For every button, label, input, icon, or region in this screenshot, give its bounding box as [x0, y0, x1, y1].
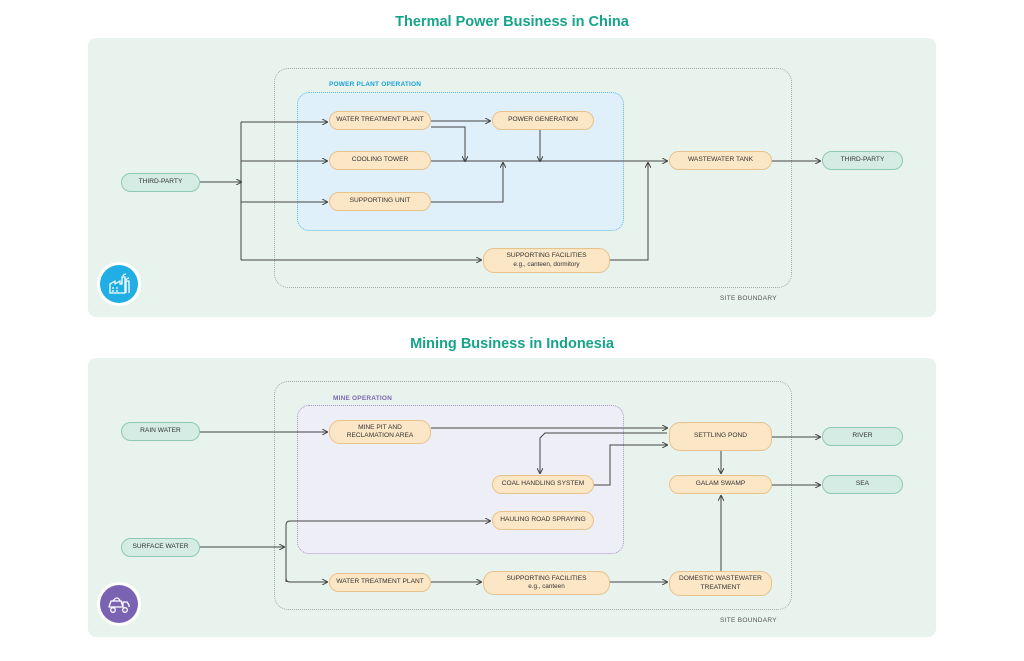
thermal-site-boundary-label: SITE BOUNDARY — [720, 295, 777, 302]
third-party-source-node: THIRD-PARTY — [121, 173, 200, 192]
mine-operation-label: MINE OPERATION — [333, 395, 393, 402]
galam-swamp-node: GALAM SWAMP — [669, 475, 772, 494]
wastewater-tank-node: WASTEWATER TANK — [669, 151, 772, 170]
mining-badge — [97, 582, 141, 626]
mining-supporting-facilities-label: SUPPORTING FACILITIES — [506, 574, 587, 582]
mine-pit-label-line2: RECLAMATION AREA — [346, 432, 414, 439]
domestic-wastewater-treatment-node: DOMESTIC WASTEWATER TREATMENT — [669, 571, 772, 596]
settling-pond-node: SETTLING POND — [669, 422, 772, 451]
hauling-road-spraying-node: HAULING ROAD SPRAYING — [492, 511, 594, 530]
supporting-facilities-label: SUPPORTING FACILITIES — [506, 252, 587, 260]
mine-pit-node: MINE PIT AND RECLAMATION AREA — [329, 420, 431, 444]
power-generation-node: POWER GENERATION — [492, 111, 594, 130]
thermal-section-title: Thermal Power Business in China — [395, 14, 629, 30]
surface-water-node: SURFACE WATER — [121, 538, 200, 557]
cooling-tower-node: COOLING TOWER — [329, 151, 431, 170]
rain-water-node: RAIN WATER — [121, 422, 200, 441]
domestic-wastewater-label-line1: DOMESTIC WASTEWATER — [679, 575, 762, 583]
mining-water-treatment-plant-node: WATER TREATMENT PLANT — [329, 573, 431, 592]
supporting-facilities-sublabel: e.g., canteen, dormitory — [513, 260, 580, 268]
mining-supporting-facilities-sublabel: e.g., canteen — [528, 583, 565, 591]
power-plant-icon — [100, 265, 138, 303]
supporting-facilities-node: SUPPORTING FACILITIES e.g., canteen, dor… — [483, 248, 610, 273]
coal-handling-system-node: COAL HANDLING SYSTEM — [492, 475, 594, 494]
supporting-unit-node: SUPPORTING UNIT — [329, 192, 431, 211]
mining-truck-icon — [100, 585, 138, 623]
third-party-discharge-node: THIRD-PARTY — [822, 151, 903, 170]
domestic-wastewater-label-line2: TREATMENT — [700, 583, 741, 591]
mining-section-title: Mining Business in Indonesia — [410, 336, 614, 352]
mining-supporting-facilities-node: SUPPORTING FACILITIES e.g., canteen — [483, 571, 610, 595]
mining-site-boundary-label: SITE BOUNDARY — [720, 617, 777, 624]
water-treatment-plant-node: WATER TREATMENT PLANT — [329, 111, 431, 130]
mining-site-boundary — [274, 381, 792, 610]
mine-pit-label-line1: MINE PIT AND — [358, 423, 402, 431]
river-node: RIVER — [822, 427, 903, 446]
thermal-badge — [97, 262, 141, 306]
power-plant-operation-label: POWER PLANT OPERATION — [329, 81, 422, 88]
thermal-site-boundary — [274, 68, 792, 288]
sea-node: SEA — [822, 475, 903, 494]
